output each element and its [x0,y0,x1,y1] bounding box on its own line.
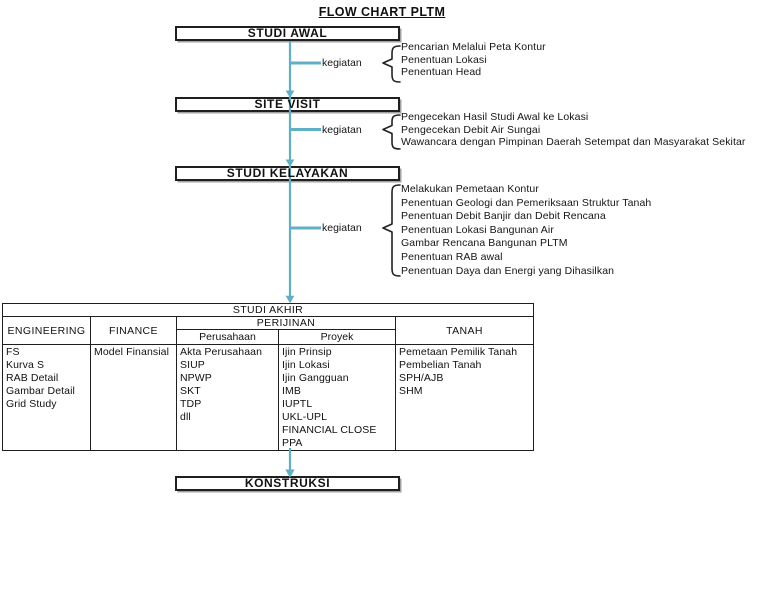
list-item: Gambar Detail [6,385,75,397]
col-header-tanah: TANAH [395,316,534,345]
brace-icon [382,45,401,83]
list-item: Penentuan Geologi dan Pemeriksaan Strukt… [401,196,652,209]
stage-box-site-visit: SITE VISIT [175,97,400,112]
list-item: Pemetaan Pemilik Tanah [399,346,518,358]
brace-icon [382,184,401,277]
list-item: Penentuan Debit Banjir dan Debit Rencana [401,210,606,223]
studi-akhir-table: STUDI AKHIR ENGINEERING FINANCE PERIJINA… [2,303,534,451]
list-item: Ijin Lokasi [282,359,330,371]
table-title: STUDI AKHIR [2,303,534,317]
list-item: dll [180,411,191,423]
stage-label: KONSTRUKSI [244,476,331,490]
subcol-header-proyek: Proyek [278,329,396,345]
list-item: PPA [282,437,303,449]
activity-label-2: kegiatan [322,123,362,136]
list-item: SKT [180,385,201,397]
list-item: Ijin Prinsip [282,346,332,358]
brace-icon [382,114,401,150]
col-header-engineering: ENGINEERING [2,316,91,345]
stage-label: STUDI KELAYAKAN [226,166,349,180]
list-item: TDP [180,398,202,410]
cell-finance-items: Model Finansial [90,344,177,451]
list-item: Penentuan Daya dan Energi yang Dihasilka… [401,264,615,277]
list-item: Pembelian Tanah [399,359,482,371]
activity-label-3: kegiatan [322,222,362,234]
list-item: Penentuan RAB awal [401,250,503,263]
list-item: Pencarian Melalui Peta Kontur [401,41,546,53]
page-title: FLOW CHART PLTM [318,5,446,19]
activity-label-1: kegiatan [322,57,362,69]
stage-label: STUDI AWAL [247,26,328,40]
list-item: Grid Study [6,398,57,410]
col-header-perijinan: PERIJINAN [176,316,396,330]
list-item: Kurva S [6,359,45,371]
list-item: Pengecekan Hasil Studi Awal ke Lokasi [401,111,589,123]
list-item: SIUP [180,359,205,371]
list-item: Ijin Gangguan [282,372,349,384]
list-item: Melakukan Pemetaan Kontur [401,183,539,195]
list-item: Wawancara dengan Pimpinan Daerah Setempa… [401,136,746,149]
stage-box-studi-awal: STUDI AWAL [175,26,400,41]
list-item: NPWP [180,372,212,384]
list-item: Pengecekan Debit Air Sungai [401,123,541,136]
list-item: Penentuan Lokasi Bangunan Air [401,223,554,236]
list-item: SPH/AJB [399,372,444,384]
list-item: FINANCIAL CLOSE [282,424,377,436]
list-item: Akta Perusahaan [180,346,263,358]
list-item: UKL-UPL [282,411,328,423]
list-item: RAB Detail [6,372,59,384]
list-item: Penentuan Head [401,66,482,79]
list-item: Gambar Rencana Bangunan PLTM [401,237,568,250]
col-header-finance: FINANCE [90,316,177,345]
stage-box-konstruksi: KONSTRUKSI [175,476,400,491]
stage-label: SITE VISIT [254,97,321,111]
list-item: Model Finansial [94,346,170,358]
subcol-header-perusahaan: Perusahaan [176,329,279,345]
list-item: FS [6,346,20,358]
stage-box-studi-kelayakan: STUDI KELAYAKAN [175,166,400,181]
list-item: IUPTL [282,398,313,410]
list-item: IMB [282,385,301,397]
list-item: SHM [399,385,423,397]
list-item: Penentuan Lokasi [401,53,487,66]
